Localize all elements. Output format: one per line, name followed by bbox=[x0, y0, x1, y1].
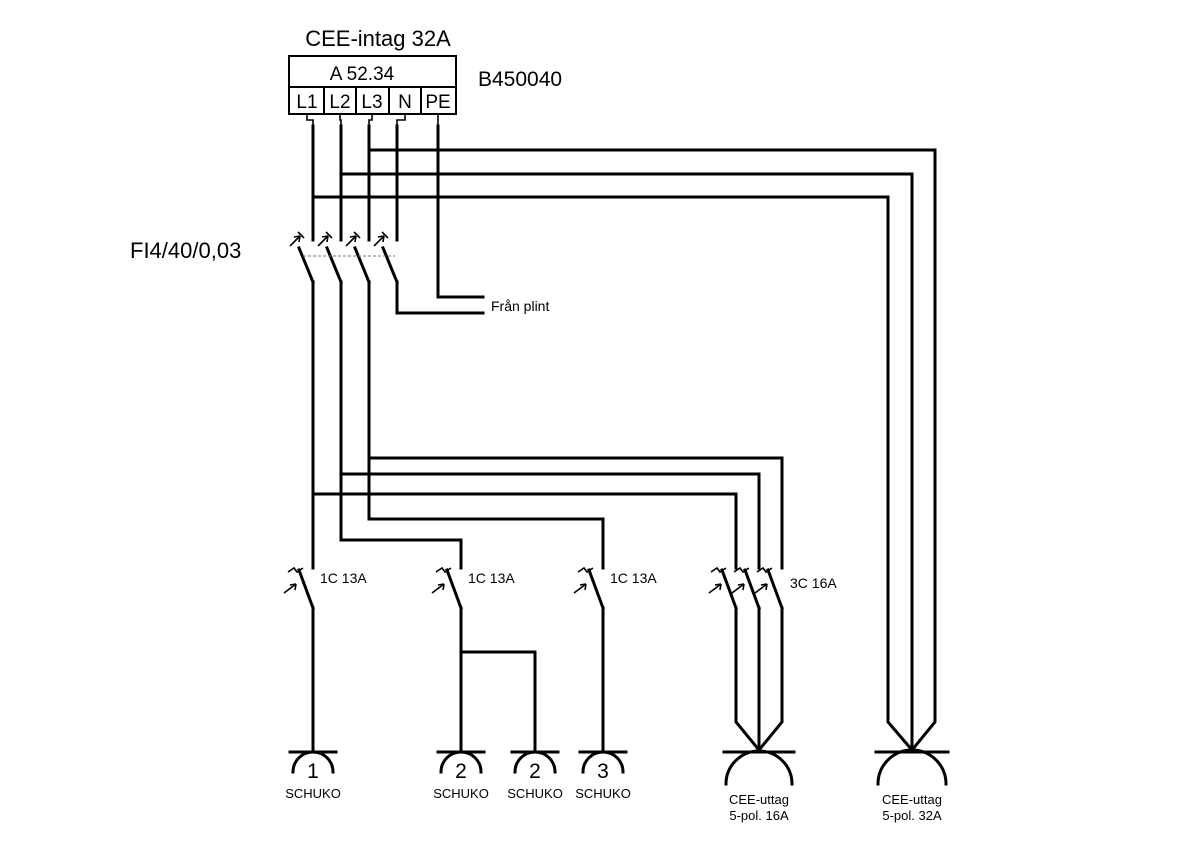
breaker-4: 3C 16A bbox=[708, 566, 837, 753]
outlet-2b-number: 2 bbox=[529, 760, 541, 783]
outlet-cee-16a-line1: CEE-uttag bbox=[729, 792, 789, 807]
inlet-title: CEE-intag 32A bbox=[305, 26, 451, 51]
terminal-pe: PE bbox=[425, 92, 450, 113]
outlet-1-number: 1 bbox=[307, 760, 319, 783]
terminal-l3: L3 bbox=[361, 92, 382, 113]
terminal-n: N bbox=[398, 92, 412, 113]
breaker-1-label: 1C 13A bbox=[320, 570, 367, 586]
outlet-cee-32a-line1: CEE-uttag bbox=[882, 792, 942, 807]
breaker-3: 1C 13A bbox=[573, 566, 657, 754]
outlet-cee-16a-line2: 5-pol. 16A bbox=[729, 808, 789, 823]
supply-wires bbox=[311, 124, 937, 753]
outlet-2b: 2 SCHUKO bbox=[507, 750, 563, 801]
breaker-2: 1C 13A bbox=[431, 566, 537, 754]
distribution-wires bbox=[311, 280, 784, 570]
feed-label: Från plint bbox=[491, 298, 549, 314]
breaker-3-label: 1C 13A bbox=[610, 570, 657, 586]
terminal-l1: L1 bbox=[296, 92, 317, 113]
outlet-1-type: SCHUKO bbox=[285, 786, 341, 801]
outlet-cee-16a: CEE-uttag 5-pol. 16A bbox=[722, 749, 796, 823]
breaker-2-label: 1C 13A bbox=[468, 570, 515, 586]
outlet-2a-number: 2 bbox=[455, 760, 467, 783]
outlet-cee-32a: CEE-uttag 5-pol. 32A bbox=[874, 748, 950, 823]
inlet-block: CEE-intag 32A A 52.34 L1 L2 L3 N PE B450… bbox=[288, 26, 562, 126]
outlet-1: 1 SCHUKO bbox=[285, 750, 341, 801]
inlet-article: B450040 bbox=[478, 68, 562, 91]
rcd-label: FI4/40/0,03 bbox=[130, 238, 241, 263]
outlet-cee-32a-line2: 5-pol. 32A bbox=[882, 808, 942, 823]
outlet-3-type: SCHUKO bbox=[575, 786, 631, 801]
outlet-2a: 2 SCHUKO bbox=[433, 750, 489, 801]
outlet-2a-type: SCHUKO bbox=[433, 786, 489, 801]
inlet-ref: A 52.34 bbox=[330, 64, 395, 85]
outlet-2b-type: SCHUKO bbox=[507, 786, 563, 801]
rcd-switch: FI4/40/0,03 Från plint bbox=[130, 231, 549, 315]
blank-area bbox=[30, 30, 205, 138]
outlet-3-number: 3 bbox=[597, 760, 609, 783]
terminal-l2: L2 bbox=[329, 92, 350, 113]
breaker-1: 1C 13A bbox=[283, 566, 367, 754]
outlet-3: 3 SCHUKO bbox=[575, 750, 631, 801]
breaker-4-label: 3C 16A bbox=[790, 575, 837, 591]
